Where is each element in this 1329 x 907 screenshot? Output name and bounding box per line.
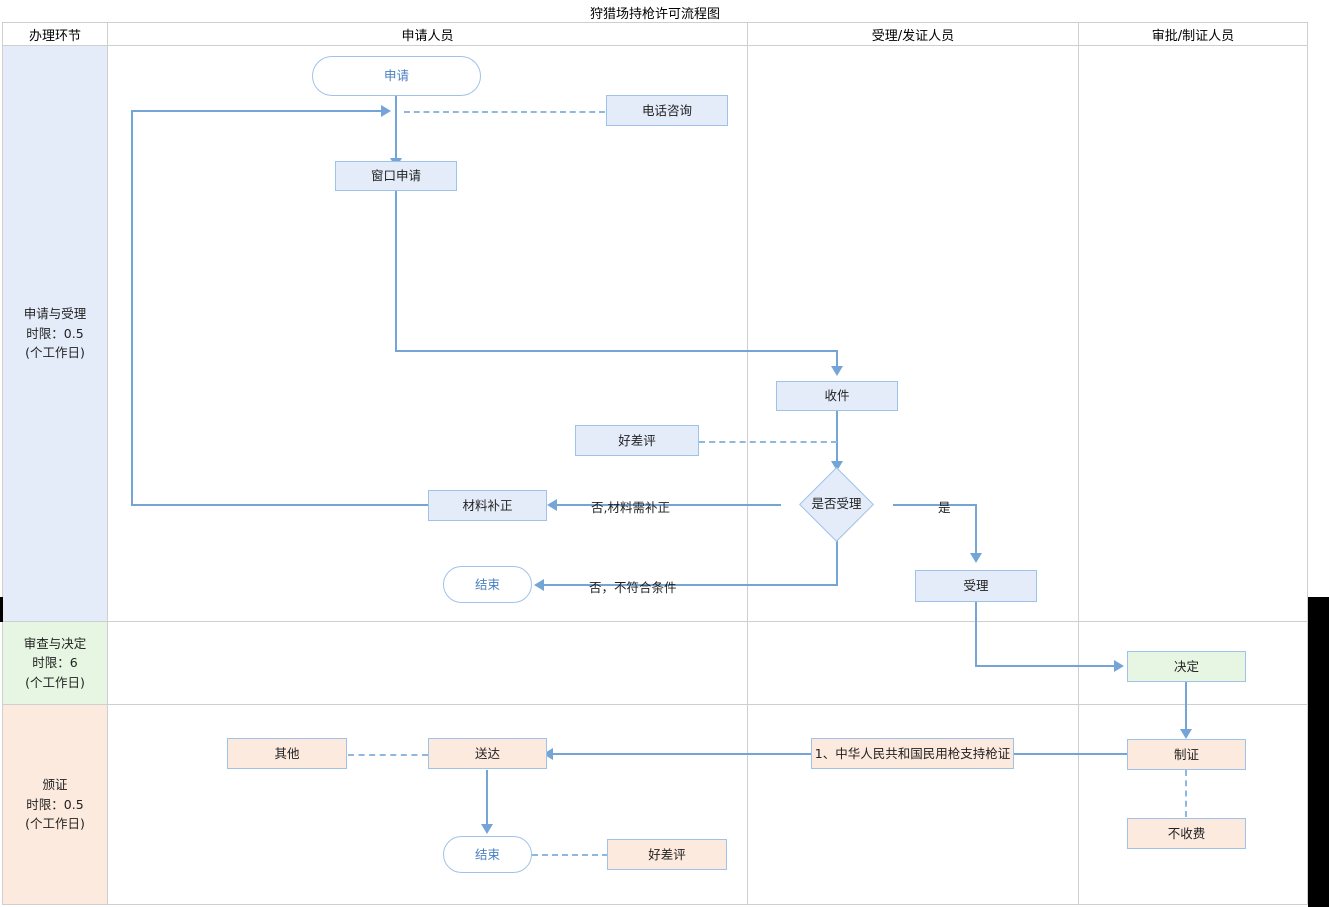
column-header-approver: 审批/制证人员 [1079,24,1307,44]
connector-decision-down [836,532,838,586]
connector-review1-dashed [699,441,837,443]
column-header-stage: 办理环节 [3,24,107,44]
grid-line-col2 [747,22,748,905]
lane-apply-line1: 申请与受理 [23,306,87,322]
grid-line-col3 [1078,22,1079,905]
grid-line-head-bottom [2,45,1308,46]
node-phone-consult[interactable]: 电话咨询 [606,95,728,126]
connector-phone-dashed [404,111,605,113]
connector-nofee-dashed [1185,770,1187,817]
node-service-rating-2[interactable]: 好差评 [607,839,727,870]
node-end-1[interactable]: 结束 [443,566,532,603]
column-header-applicant: 申请人员 [108,24,747,44]
connector-receive-to-decision [836,411,838,464]
diagram-title: 狩猎场持枪许可流程图 [2,2,1308,22]
connector-decision-right [893,504,976,506]
right-edge-artifact [1308,597,1329,907]
lane-cell-apply: 申请与受理 时限：0.5 (个工作日) [3,46,107,621]
lane-review-line1: 审查与决定 [23,635,87,651]
arrow-yes-to-accept [970,553,982,563]
node-make-certificate[interactable]: 制证 [1127,739,1246,770]
connector-decision-to-end [543,584,838,586]
connector-other-dashed [348,754,428,756]
node-window-apply[interactable]: 窗口申请 [335,161,457,191]
connector-supplement-left [131,504,428,506]
connector-deliver-down [486,770,488,827]
node-deliver[interactable]: 送达 [428,738,547,769]
grid-line-row2-bottom [2,704,1308,705]
arrow-receive-to-decision [831,461,843,471]
node-no-fee[interactable]: 不收费 [1127,818,1246,849]
node-decide[interactable]: 决定 [1127,651,1246,682]
node-decision-accept-label: 是否受理 [811,496,862,511]
grid-line-title-bottom [2,22,1308,23]
grid-line-bottom [2,904,1308,905]
lane-apply-line3: (个工作日) [25,345,85,361]
lane-review-line3: (个工作日) [25,674,85,690]
arrow-decision-to-end [534,579,544,591]
arrow-supplement-rejoin [381,105,391,117]
connector-accept-right [975,665,1115,667]
left-edge-artifact [0,597,3,622]
arrow-certitem-to-deliver [543,748,553,760]
grid-line-col1 [107,22,108,905]
grid-line-row1-bottom [2,621,1308,622]
lane-issue-line3: (个工作日) [25,816,85,832]
lane-issue-line2: 时限：0.5 [26,796,84,812]
node-other[interactable]: 其他 [227,738,347,769]
node-certificate-item[interactable]: 1、中华人民共和国民用枪支持枪证 [811,738,1014,769]
connector-makecert-left [1013,753,1128,755]
node-service-rating-1[interactable]: 好差评 [575,425,699,456]
edge-label-yes: 是 [938,500,951,515]
arrow-to-receive [831,366,843,376]
lane-issue-line1: 颁证 [42,777,68,793]
lane-cell-issue: 颁证 时限：0.5 (个工作日) [3,705,107,904]
connector-yes-down [975,504,977,555]
connector-supplement-right [131,110,383,112]
arrow-deliver-to-end [481,824,493,834]
connector-decide-down [1185,682,1187,733]
connector-accept-down [975,602,977,666]
lane-review-line2: 时限：6 [32,655,78,671]
arrow-accept-to-decide [1114,660,1124,672]
connector-window-right [395,350,838,352]
node-receive[interactable]: 收件 [776,381,898,411]
arrow-decide-to-makecert [1180,729,1192,739]
grid-line-left [2,2,3,905]
node-apply[interactable]: 申请 [312,56,481,96]
connector-to-receive [836,350,838,369]
arrow-decision-to-supplement [547,499,557,511]
connector-window-down [395,191,397,352]
connector-decision-left [556,504,781,506]
column-header-acceptor: 受理/发证人员 [748,24,1078,44]
edge-label-no-condition: 否，不符合条件 [589,580,677,595]
node-accept[interactable]: 受理 [915,570,1037,602]
connector-certitem-left [552,753,811,755]
node-decision-accept[interactable]: 是否受理 [799,467,874,542]
connector-apply-to-window [395,95,397,161]
node-material-supplement[interactable]: 材料补正 [428,490,547,521]
grid-line-right [1307,2,1308,905]
connector-supplement-up [131,110,133,506]
node-end-2[interactable]: 结束 [443,836,532,873]
connector-review2-dashed [532,854,608,856]
lane-cell-review: 审查与决定 时限：6 (个工作日) [3,622,107,704]
lane-apply-line2: 时限：0.5 [26,325,84,341]
edge-label-no-supplement: 否,材料需补正 [591,500,670,515]
